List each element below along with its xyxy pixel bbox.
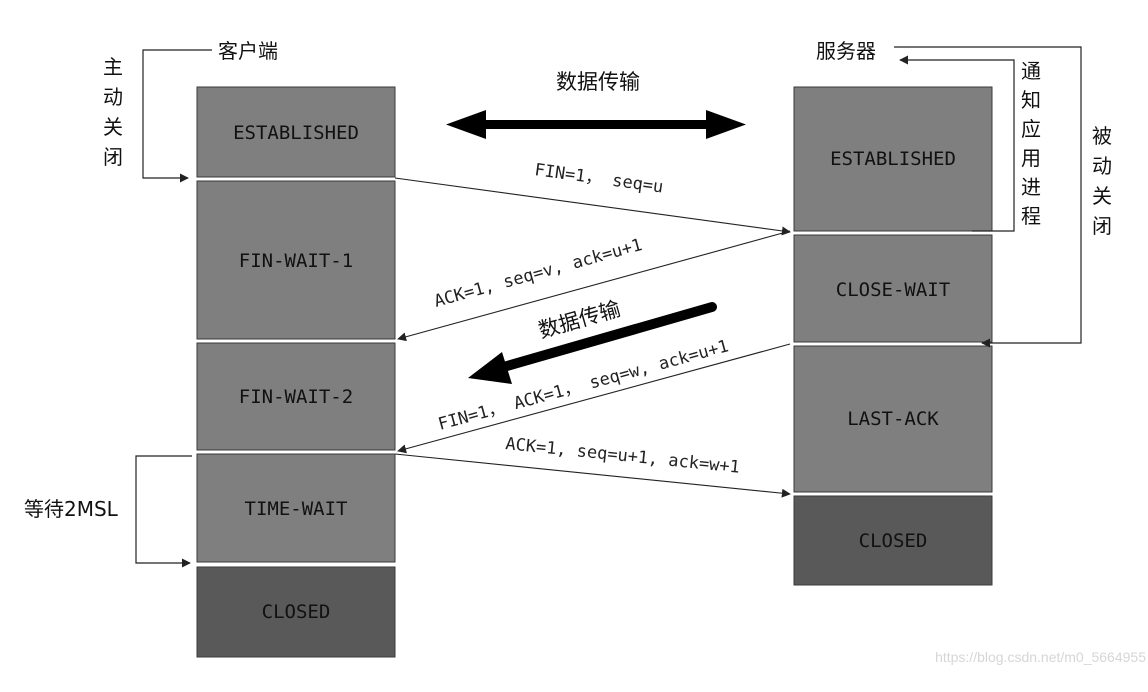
svg-text:主: 主 (103, 55, 123, 79)
server-state-close-wait-label: CLOSE-WAIT (836, 279, 950, 301)
data-transfer-thick-arrow (468, 302, 717, 384)
data-transfer-top-label: 数据传输 (556, 70, 640, 94)
client-state-fin-wait-1-label: FIN-WAIT-1 (239, 250, 353, 272)
server-state-established-label: ESTABLISHED (830, 148, 956, 170)
svg-text:动: 动 (1092, 154, 1112, 178)
svg-text:闭: 闭 (103, 145, 123, 169)
client-state-fin-wait-2-label: FIN-WAIT-2 (239, 386, 353, 408)
server-state-box-close-wait (793, 234, 993, 343)
msg-arrow-ack2 (394, 453, 791, 498)
svg-text:关: 关 (103, 115, 123, 139)
notify-app-label: 通 知 应 用 进 程 (1021, 59, 1041, 228)
client-state-box-established (196, 86, 396, 178)
client-state-box-closed (196, 566, 396, 658)
server-label: 服务器 (816, 39, 876, 63)
client-label: 客户端 (218, 39, 278, 63)
msg-fin-label: FIN=1， seq=u (533, 160, 664, 197)
data-transfer-double-arrow (446, 110, 746, 139)
server-state-box-established (793, 86, 993, 232)
server-state-column: ESTABLISHED CLOSE-WAIT LAST-ACK CLOSED (793, 86, 993, 586)
client-state-column: ESTABLISHED FIN-WAIT-1 FIN-WAIT-2 TIME-W… (196, 86, 396, 658)
svg-text:知: 知 (1021, 88, 1041, 112)
msg-ack2-label: ACK=1, seq=u+1, ack=w+1 (504, 434, 740, 478)
watermark: https://blog.csdn.net/m0_5664955 (935, 649, 1146, 665)
svg-text:程: 程 (1021, 204, 1041, 228)
svg-text:应: 应 (1021, 117, 1041, 141)
msg-arrow-fin-ack (397, 343, 791, 454)
client-state-established-label: ESTABLISHED (233, 122, 359, 144)
client-state-box-fin-wait-2 (196, 342, 396, 451)
wait-2msl-bracket (135, 455, 192, 568)
wait-2msl-label: 等待2MSL (24, 497, 119, 521)
client-state-time-wait-label: TIME-WAIT (245, 498, 348, 520)
active-close-bracket (142, 49, 212, 183)
server-state-box-last-ack (793, 345, 993, 493)
svg-text:关: 关 (1092, 184, 1112, 208)
server-state-last-ack-label: LAST-ACK (847, 408, 939, 430)
client-state-closed-label: CLOSED (262, 601, 331, 623)
msg-fin-ack-label: FIN=1， ACK=1， seq=w, ack=u+1 (436, 336, 731, 434)
passive-close-bracket (894, 46, 1082, 348)
client-state-box-time-wait (196, 453, 396, 563)
server-state-closed-label: CLOSED (859, 530, 928, 552)
svg-text:用: 用 (1021, 146, 1041, 170)
active-close-label: 主 动 关 闭 (103, 55, 123, 169)
notify-app-bracket (899, 55, 1015, 232)
server-state-box-closed (793, 495, 993, 586)
svg-text:进: 进 (1021, 175, 1041, 199)
msg-arrow-ack1 (397, 230, 791, 342)
client-state-box-fin-wait-1 (196, 180, 396, 340)
svg-text:闭: 闭 (1092, 214, 1112, 238)
svg-text:被: 被 (1092, 124, 1112, 148)
svg-text:通: 通 (1021, 59, 1041, 83)
msg-arrow-fin (394, 177, 791, 236)
passive-close-label: 被 动 关 闭 (1092, 124, 1112, 238)
svg-text:动: 动 (103, 85, 123, 109)
